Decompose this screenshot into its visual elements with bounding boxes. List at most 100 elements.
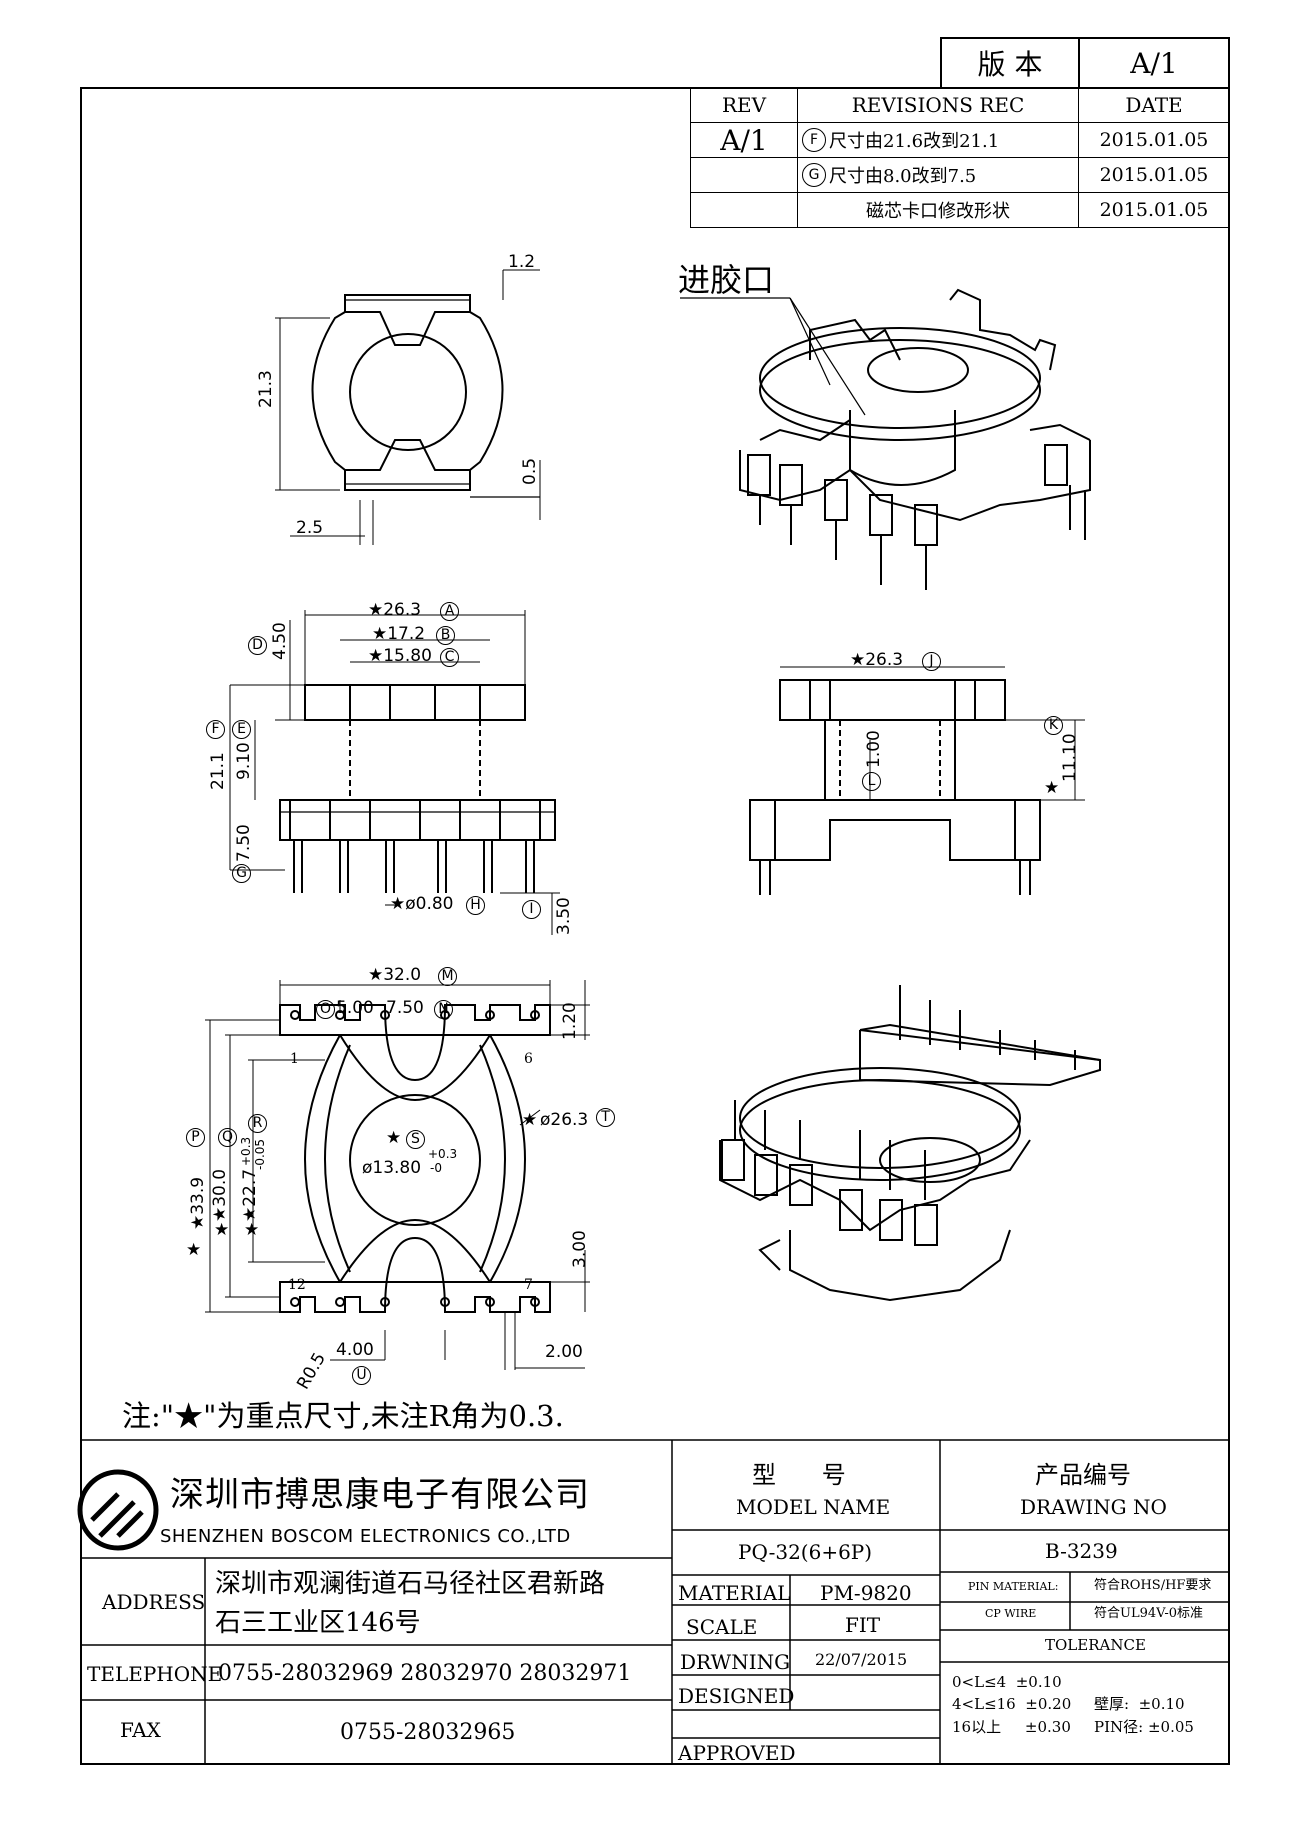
bottom-dim-core-dia: ø13.80 — [362, 1158, 422, 1178]
bottom-dim-t-star: ★ — [522, 1110, 538, 1130]
bottom-dim-p: ★33.9 — [188, 1176, 208, 1230]
bottom-dim-star-r: ★ — [244, 1220, 260, 1240]
side-dim-l-mark: L — [862, 772, 881, 791]
bottom-dim-r: ★22.7 — [240, 1168, 260, 1222]
boscom-logo-mark — [77, 1469, 159, 1551]
version-label-cell: 版 本 — [940, 37, 1080, 89]
address-line-2: 石三工业区146号 — [215, 1608, 421, 1638]
revision-text-2: 尺寸由8.0改到7.5 — [829, 166, 977, 187]
front-dim-f-mark: F — [206, 720, 225, 739]
front-dim-a-mark: A — [440, 602, 459, 621]
tolerance-1: 0<L≤4 ±0.10 — [952, 1673, 1062, 1691]
bottom-dim-q-mark: Q — [218, 1128, 237, 1147]
wall-tolerance: 壁厚: ±0.10 — [1094, 1695, 1185, 1713]
drawing-date: 22/07/2015 — [815, 1650, 908, 1669]
rec-header-text: REVISIONS REC — [851, 93, 1025, 117]
rev-header: REV — [690, 87, 798, 123]
bottom-dim-h3: 3.00 — [570, 1230, 590, 1268]
front-dim-g: 7.50 — [234, 824, 254, 862]
top-view-outline — [275, 269, 541, 545]
bottom-dim-core-tol-plus: +0.3 — [428, 1147, 458, 1161]
revision-date-3: 2015.01.05 — [1078, 192, 1230, 228]
revision-date-3-text: 2015.01.05 — [1099, 199, 1209, 221]
bottom-view — [205, 980, 590, 1370]
revision-text-1: 尺寸由21.6改到21.1 — [829, 131, 1000, 152]
fax-label: FAX — [120, 1718, 161, 1742]
scale-value: FIT — [845, 1613, 881, 1637]
bottom-dim-s-mark: S — [406, 1130, 425, 1149]
front-dim-d: 4.50 — [270, 622, 290, 660]
bottom-dim-m: ★32.0 — [368, 965, 422, 985]
pin-label-12: 12 — [288, 1277, 306, 1293]
company-name-en: SHENZHEN BOSCOM ELECTRONICS CO.,LTD — [160, 1526, 571, 1547]
front-dim-b-mark: B — [436, 626, 455, 645]
bottom-dim-o-mark: O — [316, 1000, 335, 1019]
drawing-label: DRWNING — [680, 1650, 791, 1674]
front-dim-d-mark: D — [248, 636, 267, 655]
version-value-cell: A/1 — [1078, 37, 1230, 89]
bottom-dim-t-mark: T — [596, 1108, 615, 1127]
top-view-dim-2: 21.3 — [256, 370, 276, 408]
tolerance-3: 16以上 ±0.30 — [952, 1718, 1071, 1736]
telephone-label: TELEPHONE — [87, 1662, 223, 1686]
front-dim-g-mark: G — [232, 864, 251, 883]
bottom-dim-t: ø26.3 — [540, 1110, 589, 1130]
isometric-view-top — [680, 288, 1091, 590]
side-dim-j: ★26.3 — [850, 650, 904, 670]
revision-text-3: 磁芯卡口修改形状 — [866, 201, 1010, 222]
bottom-dim-r-mark: R — [248, 1114, 267, 1133]
tolerance-label: TOLERANCE — [1045, 1636, 1146, 1654]
side-dim-k: 11.10 — [1060, 733, 1080, 782]
bottom-dim-r-tol-minus: -0.05 — [253, 1138, 267, 1170]
key-dimension-note: 注:"★"为重点尺寸,未注R角为0.3. — [122, 1399, 564, 1433]
front-dim-i-mark: I — [522, 900, 541, 919]
revision-date-1-text: 2015.01.05 — [1099, 129, 1209, 151]
cp-wire-label: CP WIRE — [985, 1607, 1037, 1620]
rev-value-cell: A/1 — [690, 122, 798, 158]
front-view — [229, 610, 560, 935]
pin-material-value: 符合ROHS/HF要求 — [1094, 1578, 1212, 1593]
model-label-en: MODEL NAME — [736, 1495, 891, 1519]
bottom-dim-core-tol-minus: -0 — [430, 1161, 442, 1175]
scale-label: SCALE — [686, 1615, 758, 1639]
isometric-view-bottom — [719, 985, 1101, 1302]
company-name-cn: 深圳市搏思康电子有限公司 — [170, 1475, 590, 1515]
bottom-dim-star-q: ★ — [214, 1220, 230, 1240]
glue-inlet-callout: 进胶口 — [678, 261, 775, 299]
bottom-dim-q: ★30.0 — [210, 1168, 230, 1222]
front-dim-h: ★ø0.80 — [390, 894, 454, 914]
version-label: 版 本 — [977, 48, 1043, 81]
cp-wire-value: 符合UL94V-0标准 — [1094, 1606, 1203, 1621]
pin-label-1: 1 — [290, 1051, 299, 1067]
rev-header-text: REV — [721, 93, 767, 117]
top-view-dim-1: 1.2 — [508, 252, 536, 272]
drawing-no-label-cn: 产品编号 — [1035, 1461, 1131, 1489]
front-dim-b: ★17.2 — [372, 624, 426, 644]
bottom-dim-star-p: ★ — [186, 1240, 202, 1260]
side-dim-k-star: ★ — [1044, 778, 1060, 798]
drawing-frame — [80, 87, 1230, 1765]
telephone-value: 0755-28032969 28032970 28032971 — [218, 1661, 632, 1686]
title-block-lines — [80, 1439, 1230, 1765]
pin-label-6: 6 — [524, 1051, 533, 1067]
front-dim-e-mark: E — [232, 720, 251, 739]
bottom-dim-u: 4.00 — [336, 1340, 374, 1360]
bottom-dim-h1: 1.20 — [560, 1002, 580, 1040]
drawing-no-value: B-3239 — [1045, 1539, 1118, 1563]
front-dim-a: ★26.3 — [368, 600, 422, 620]
pin-material-label: PIN MATERIAL: — [968, 1580, 1059, 1593]
bottom-dim-w: 2.00 — [545, 1342, 583, 1362]
bottom-dim-u-mark: U — [352, 1366, 371, 1385]
front-dim-c: ★15.80 — [368, 646, 432, 666]
bottom-dim-p-mark: P — [186, 1128, 205, 1147]
bottom-dim-r-tol-plus: +0.3 — [239, 1136, 253, 1166]
front-dim-f: 21.1 — [208, 752, 228, 790]
fax-value: 0755-28032965 — [340, 1720, 516, 1745]
drawing-no-label-en: DRAWING NO — [1020, 1495, 1167, 1519]
address-line-1: 深圳市观澜街道石马径社区君新路 — [215, 1569, 606, 1599]
side-dim-j-mark: J — [922, 652, 941, 671]
address-label: ADDRESS — [102, 1590, 206, 1614]
revision-mark-1: F — [802, 128, 826, 152]
side-view — [749, 666, 1085, 895]
